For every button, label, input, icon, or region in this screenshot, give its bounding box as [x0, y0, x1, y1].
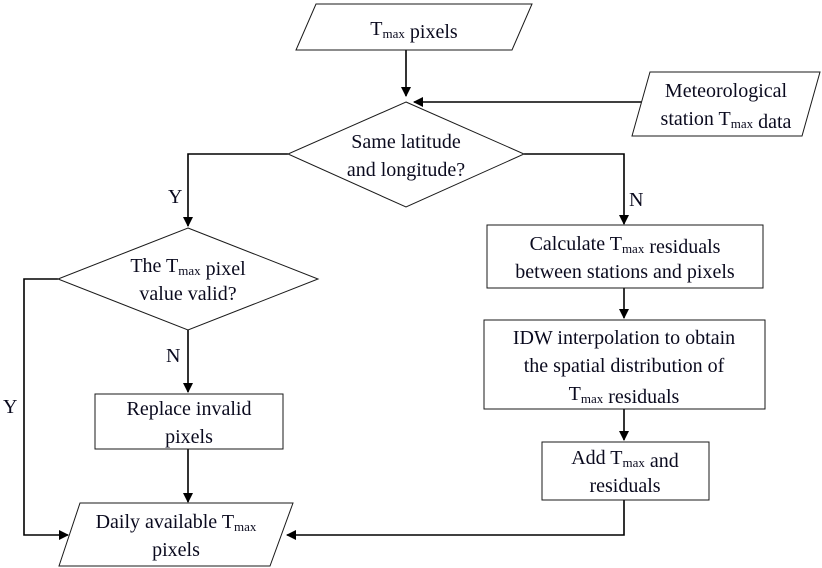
label-text: Meteorological: [665, 80, 788, 102]
subscript: max: [234, 519, 257, 534]
branch-label-same-no: N: [629, 189, 643, 211]
node-idw-label: IDW interpolation to obtain the spatial d…: [513, 327, 735, 408]
label-text: T: [569, 383, 581, 405]
node-add-residuals-label: Add Tmax and residuals: [571, 447, 679, 497]
edge-same-no: [524, 153, 629, 225]
label-line: residuals: [589, 475, 660, 497]
node-station-data-label: Meteorological station Tmax data: [661, 80, 792, 133]
subscript: max: [383, 26, 406, 41]
subscript: max: [178, 263, 201, 278]
label-text: pixels: [405, 21, 458, 43]
label-text: and longitude?: [347, 159, 465, 181]
edge-add-to-daily: [286, 500, 625, 540]
edge-valid-yes: [23, 278, 69, 540]
label-text: the spatial distribution of: [524, 355, 725, 377]
subscript: max: [622, 241, 645, 256]
label-text: data: [753, 111, 791, 133]
branch-label-valid-no: N: [166, 345, 180, 367]
label-text: and: [645, 450, 679, 472]
label-line: Same latitude: [351, 131, 461, 153]
label-text: Same latitude: [351, 131, 461, 153]
label-text: Daily available T: [96, 511, 234, 533]
label-line: Add Tmax and: [571, 447, 679, 472]
node-pixel-valid-label: The Tmax pixel value valid?: [130, 255, 246, 305]
node-tmax-pixels-label: Tmax pixels: [370, 18, 458, 43]
node-replace-invalid-label: Replace invalid pixels: [127, 398, 252, 448]
label-line: value valid?: [139, 283, 236, 305]
node-add-residuals: Add Tmax and residuals: [541, 441, 710, 501]
label-line: Replace invalid: [127, 398, 252, 420]
label-text: between stations and pixels: [515, 261, 735, 283]
label-text: value valid?: [139, 283, 236, 305]
node-pixel-valid: The Tmax pixel value valid?: [56, 227, 320, 331]
label-line: IDW interpolation to obtain: [513, 327, 735, 349]
subscript: max: [731, 116, 754, 131]
label-text: pixel: [201, 258, 246, 280]
label-line: and longitude?: [347, 159, 465, 181]
edge-same-yes: [183, 153, 288, 227]
label-line: Calculate Tmax residuals: [530, 233, 721, 258]
label-text: Calculate T: [530, 233, 622, 255]
label-text: The T: [130, 255, 178, 277]
label-text: T: [370, 18, 382, 40]
label-text: residuals: [589, 475, 660, 497]
label-line: Daily available Tmax: [96, 511, 257, 534]
node-daily-available-label: Daily available Tmax pixels: [96, 511, 257, 561]
node-idw: IDW interpolation to obtain the spatial d…: [483, 319, 766, 410]
label-text: Add T: [571, 447, 622, 469]
label-line: pixels: [165, 426, 213, 448]
label-line: between stations and pixels: [515, 261, 735, 283]
label-text: Replace invalid: [127, 398, 252, 420]
node-calc-residuals-label: Calculate Tmax residuals between stations…: [515, 233, 735, 283]
label-line: the spatial distribution of: [524, 355, 725, 377]
label-text: station T: [661, 108, 731, 130]
subscript: max: [623, 455, 646, 470]
node-same-latlon: Same latitude and longitude?: [286, 101, 526, 208]
label-text: pixels: [152, 539, 200, 561]
node-same-latlon-label: Same latitude and longitude?: [347, 131, 465, 181]
label-text: pixels: [165, 426, 213, 448]
label-text: residuals: [644, 236, 720, 258]
label-line: pixels: [152, 539, 200, 561]
label-line: Meteorological: [665, 80, 788, 102]
node-replace-invalid: Replace invalid pixels: [94, 393, 284, 450]
label-line: The Tmax pixel: [130, 255, 246, 280]
label-line: station Tmax data: [661, 108, 792, 133]
edges: [23, 50, 642, 540]
node-tmax-pixels: Tmax pixels: [295, 3, 533, 51]
node-calc-residuals: Calculate Tmax residuals between stations…: [486, 224, 764, 289]
label-text: IDW interpolation to obtain: [513, 327, 735, 349]
node-station-data: Meteorological station Tmax data: [631, 71, 821, 137]
branch-label-valid-yes: Y: [3, 396, 17, 418]
label-line: Tmax residuals: [569, 383, 680, 408]
label-text: residuals: [603, 386, 679, 408]
label-line: Tmax pixels: [370, 18, 458, 43]
subscript: max: [581, 391, 604, 406]
node-daily-available: Daily available Tmax pixels: [58, 502, 294, 567]
branch-label-same-yes: Y: [168, 186, 182, 208]
